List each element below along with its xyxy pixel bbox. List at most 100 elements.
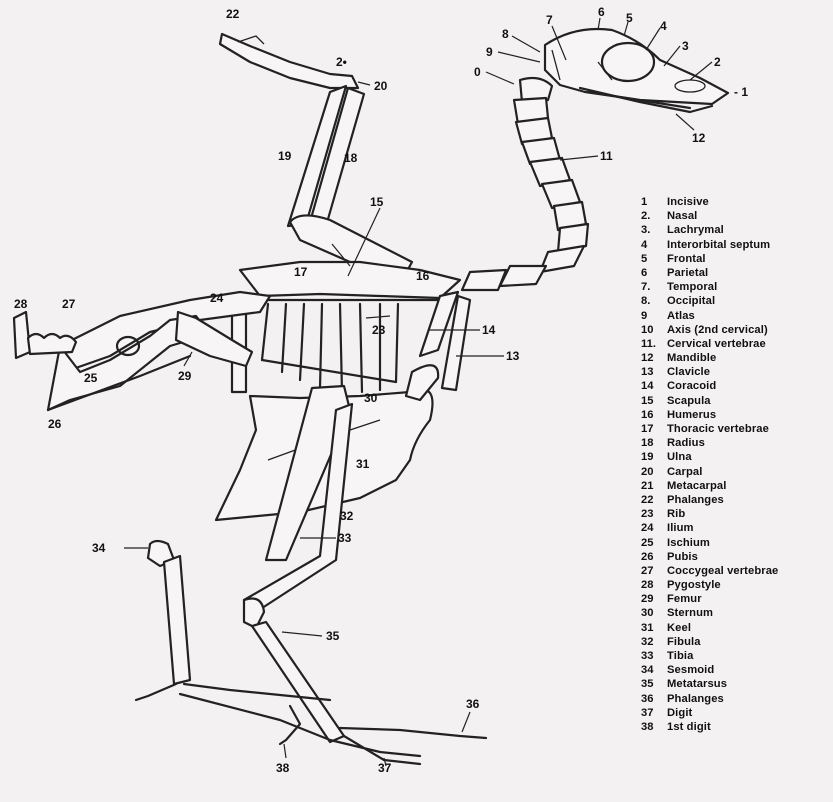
callout-38: 38	[276, 761, 290, 775]
legend-bone-name: Metatarsus	[667, 677, 727, 691]
legend-bone-name: Lachrymal	[667, 223, 724, 237]
callout-7: 7	[546, 13, 553, 27]
legend-bone-name: Sesmoid	[667, 663, 714, 677]
legend-number: 5	[641, 252, 667, 266]
legend-number: 8.	[641, 294, 667, 308]
legend-number: 36	[641, 692, 667, 706]
legend-item: 7.Temporal	[641, 280, 831, 294]
callout-8: 8	[502, 27, 509, 41]
legend-number: 23	[641, 507, 667, 521]
callout-16: 16	[416, 269, 430, 283]
legend-number: 30	[641, 606, 667, 620]
wing	[220, 34, 412, 284]
legend-bone-name: Ischium	[667, 536, 710, 550]
legend-bone-name: Coracoid	[667, 379, 716, 393]
legend-bone-name: Femur	[667, 592, 702, 606]
callout-25: 25	[84, 371, 98, 385]
legend-item: 11.Cervical vertebrae	[641, 337, 831, 351]
legend-bone-name: Frontal	[667, 252, 706, 266]
legend-number: 20	[641, 465, 667, 479]
callout-4: 4	[660, 19, 667, 33]
legend-bone-name: Rib	[667, 507, 685, 521]
legend-item: 5Frontal	[641, 252, 831, 266]
legend-bone-name: Pubis	[667, 550, 698, 564]
callout-33: 33	[338, 531, 352, 545]
legend-item: 10Axis (2nd cervical)	[641, 323, 831, 337]
legend-number: 32	[641, 635, 667, 649]
legend-bone-name: Incisive	[667, 195, 709, 209]
legend-bone-name: Phalanges	[667, 692, 724, 706]
legend-bone-name: Temporal	[667, 280, 717, 294]
callout-5: 5	[626, 11, 633, 25]
legend-bone-name: Interorbital septum	[667, 238, 770, 252]
legend-number: 16	[641, 408, 667, 422]
legend-number: 2.	[641, 209, 667, 223]
callout-22: 22	[226, 7, 240, 21]
legend-item: 25Ischium	[641, 536, 831, 550]
legend-bone-name: Clavicle	[667, 365, 710, 379]
legend-bone-name: Thoracic vertebrae	[667, 422, 769, 436]
callout-11: 11	[600, 149, 613, 163]
legend-number: 26	[641, 550, 667, 564]
legend-number: 4	[641, 238, 667, 252]
legend-bone-name: Occipital	[667, 294, 715, 308]
legend-bone-name: Nasal	[667, 209, 697, 223]
legend-number: 19	[641, 450, 667, 464]
legend-item: 3.Lachrymal	[641, 223, 831, 237]
callout-27: 27	[62, 297, 76, 311]
legend-number: 28	[641, 578, 667, 592]
callout-9: 9	[486, 45, 493, 59]
legend-item: 30Sternum	[641, 606, 831, 620]
cervical-vertebrae	[462, 78, 588, 290]
legend-item: 21Metacarpal	[641, 479, 831, 493]
callout-28: 28	[14, 297, 28, 311]
legend-bone-name: Fibula	[667, 635, 701, 649]
legend-number: 14	[641, 379, 667, 393]
legend-number: 9	[641, 309, 667, 323]
callout-6: 6	[598, 5, 605, 19]
callout-20: 20	[374, 79, 388, 93]
legend-bone-name: Keel	[667, 621, 691, 635]
callout-32: 32	[340, 509, 354, 523]
legend-bone-name: Pygostyle	[667, 578, 721, 592]
legend-number: 33	[641, 649, 667, 663]
legend-bone-name: Coccygeal vertebrae	[667, 564, 778, 578]
callout-35: 35	[326, 629, 340, 643]
callout-30: 30	[364, 391, 378, 405]
legend-number: 35	[641, 677, 667, 691]
callout-24-wing: 2•	[336, 55, 347, 69]
legend-number: 25	[641, 536, 667, 550]
callout-numbers: 22 2• 20 19 18 15 17 16 24 23 14 13 28 2…	[14, 5, 748, 775]
legend-bone-name: Scapula	[667, 394, 711, 408]
legend-item: 381st digit	[641, 720, 831, 734]
callout-23: 23	[372, 323, 386, 337]
legend-bone-name: 1st digit	[667, 720, 711, 734]
legend-number: 21	[641, 479, 667, 493]
legend-number: 29	[641, 592, 667, 606]
legend-number: 17	[641, 422, 667, 436]
legend-number: 22	[641, 493, 667, 507]
callout-24: 24	[210, 291, 224, 305]
legend-number: 1	[641, 195, 667, 209]
legend-number: 37	[641, 706, 667, 720]
skull	[545, 29, 728, 112]
legend-bone-name: Phalanges	[667, 493, 724, 507]
legend-bone-name: Humerus	[667, 408, 716, 422]
legend-number: 24	[641, 521, 667, 535]
legend-item: 9Atlas	[641, 309, 831, 323]
legend-number: 18	[641, 436, 667, 450]
legend-item: 26Pubis	[641, 550, 831, 564]
